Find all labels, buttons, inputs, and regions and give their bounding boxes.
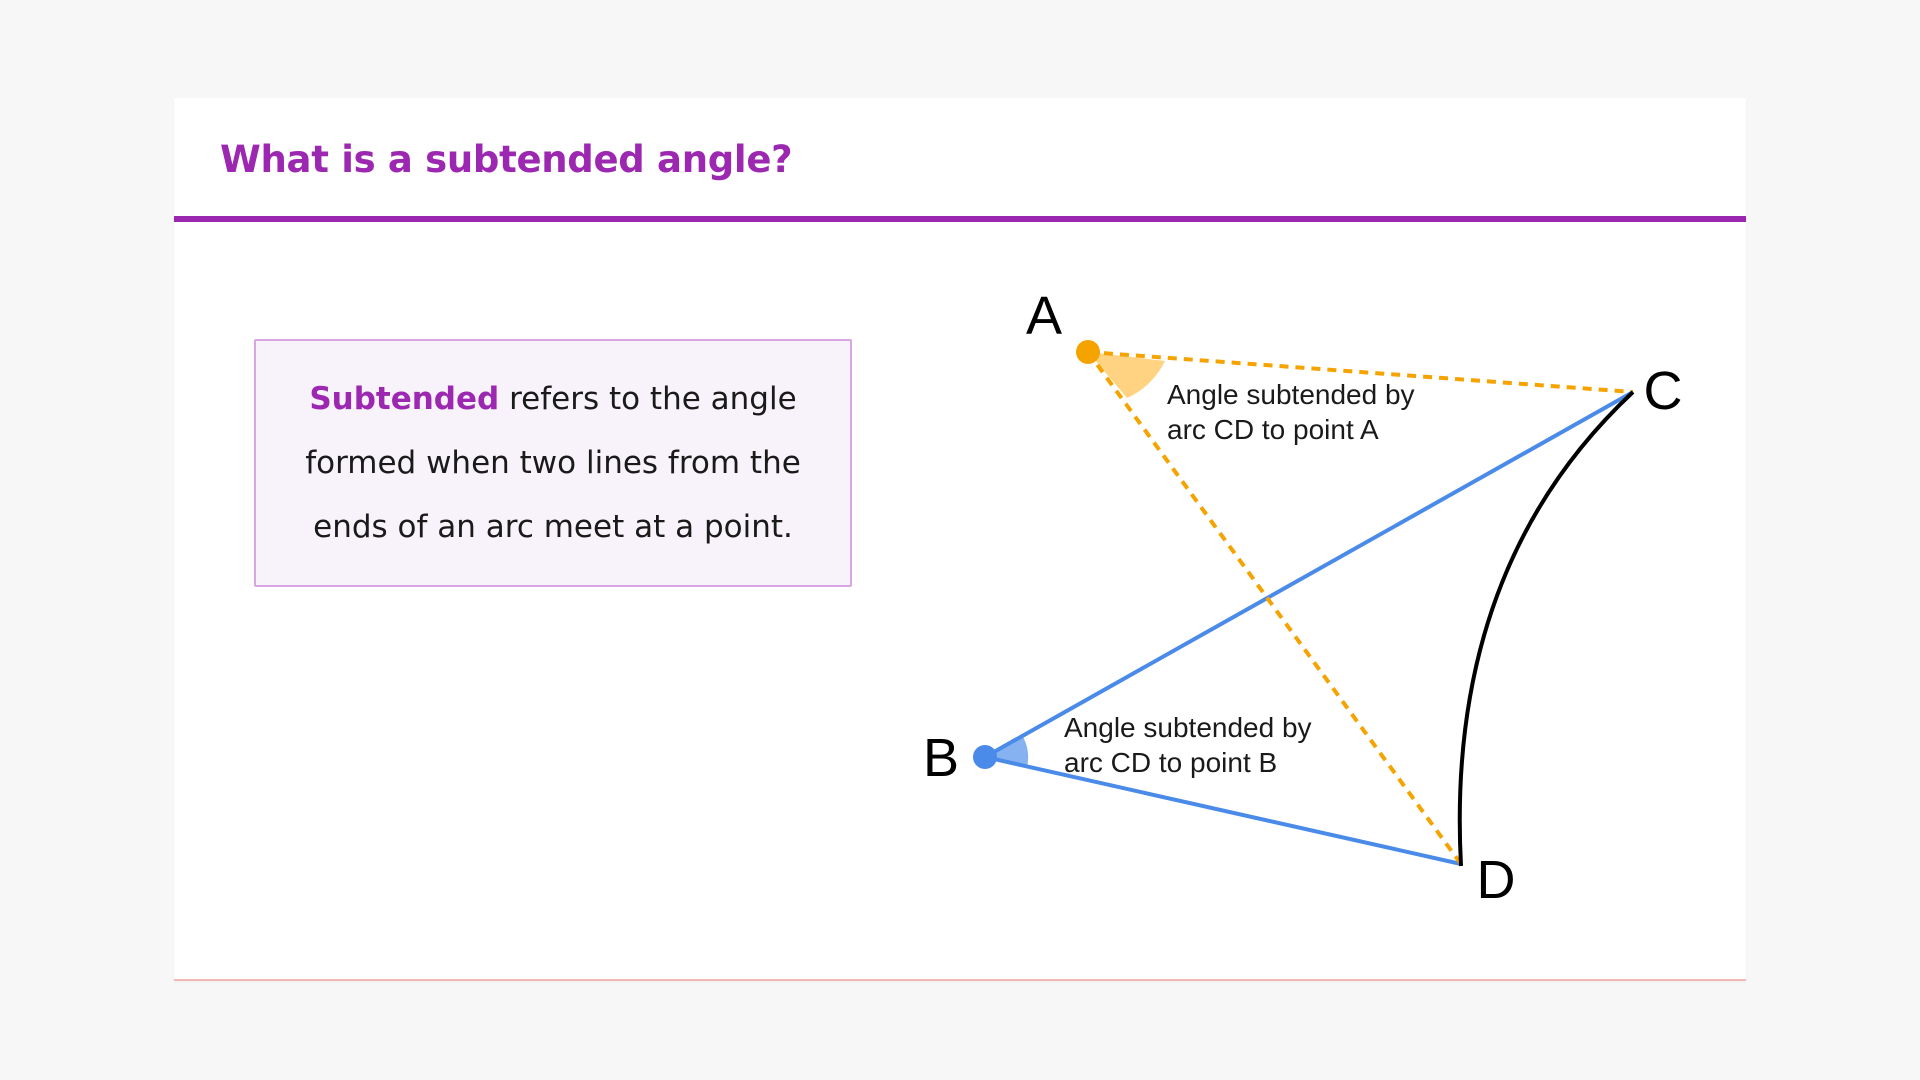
title-divider <box>174 216 1746 222</box>
angle-a-annotation-line-2: arc CD to point A <box>1167 414 1379 445</box>
line-b-to-d <box>984 755 1462 866</box>
point-c-label: C <box>1644 361 1683 421</box>
angle-b-annotation-line-1: Angle subtended by <box>1064 712 1312 743</box>
line-b-to-c <box>984 390 1634 759</box>
definition-term: Subtended <box>309 381 500 417</box>
point-d-label: D <box>1477 850 1516 910</box>
point-b-label: B <box>923 728 959 788</box>
definition-box: Subtended refers to the angle formed whe… <box>254 339 852 587</box>
angle-b-annotation: Angle subtended by arc CD to point B <box>1064 712 1319 778</box>
line-a-to-c <box>1087 350 1634 394</box>
angle-a-wedge <box>1088 352 1165 398</box>
point-a-dot <box>1076 340 1100 364</box>
point-a-label: A <box>1026 286 1062 346</box>
slide: What is a subtended angle? Subtended ref… <box>174 98 1746 981</box>
definition-body: refers to the angle formed when two line… <box>305 381 801 545</box>
arc-cd <box>1457 390 1635 867</box>
definition-text: Subtended refers to the angle formed whe… <box>274 367 832 559</box>
angle-b-annotation-line-2: arc CD to point B <box>1064 747 1277 778</box>
slide-bottom-border <box>174 979 1746 981</box>
angle-a-annotation: Angle subtended by arc CD to point A <box>1167 379 1422 445</box>
slide-title: What is a subtended angle? <box>220 138 793 181</box>
point-b-dot <box>973 745 997 769</box>
angle-a-annotation-line-1: Angle subtended by <box>1167 379 1415 410</box>
